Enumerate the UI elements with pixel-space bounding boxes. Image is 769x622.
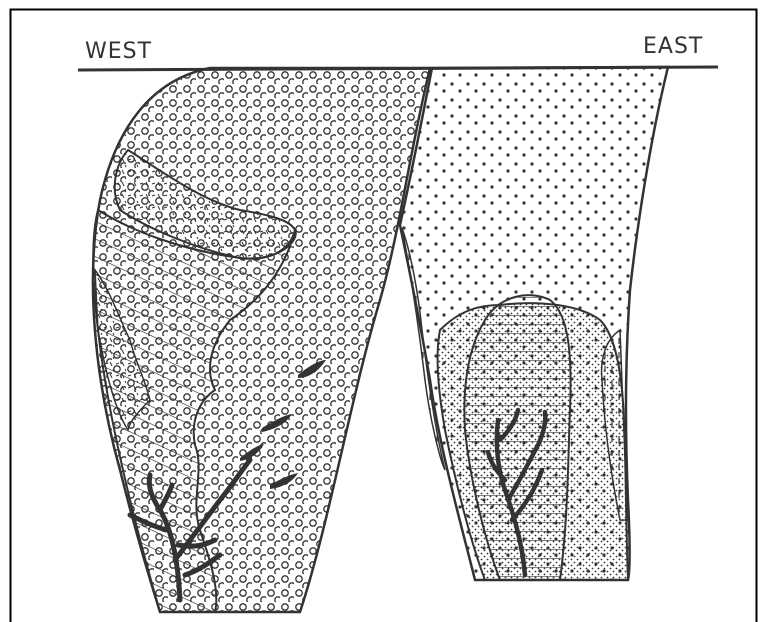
west-label: WEST — [85, 39, 152, 64]
east-label: EAST — [643, 34, 703, 59]
